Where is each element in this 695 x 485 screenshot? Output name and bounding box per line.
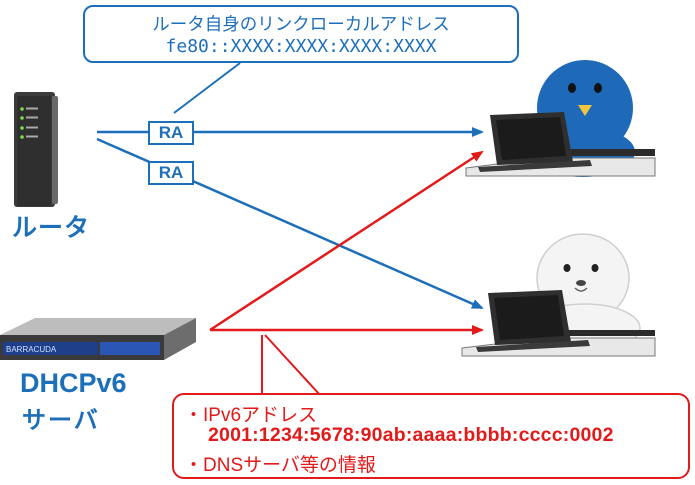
dhcp-server-label: DHCPv6 — [20, 368, 127, 398]
dhcp-ipv6-address: 2001:1234:5678:90ab:aaaa:bbbb:cccc:0002 — [208, 424, 614, 446]
router-label: ルータ — [12, 213, 91, 242]
ra-label-1: RA — [148, 121, 194, 145]
dhcp-ipv6-heading: ・IPv6アドレス — [184, 405, 318, 426]
seal-client-icon — [461, 233, 656, 357]
callout-pointer-dhcp-2 — [264, 334, 321, 396]
penguin-client-icon — [465, 60, 656, 177]
dhcp-info-callout: ・IPv6アドレス 2001:1234:5678:90ab:aaaa:bbbb:… — [172, 393, 690, 479]
router-link-local-address: fe80::XXXX:XXXX:XXXX:XXXX — [165, 36, 437, 57]
router-icon — [14, 92, 58, 207]
callout-pointer-router — [173, 62, 241, 114]
router-address-title: ルータ自身のリンクローカルアドレス — [152, 15, 450, 35]
server-brand-text: BARRACUDA — [6, 345, 57, 354]
dhcp-server-sublabel: サーバ — [22, 406, 100, 434]
dhcp-arrow-to-penguin — [209, 150, 484, 332]
ra-label-2: RA — [148, 161, 194, 185]
router-address-callout: ルータ自身のリンクローカルアドレス fe80::XXXX:XXXX:XXXX:X… — [83, 5, 519, 63]
server-icon: BARRACUDA — [0, 318, 196, 360]
dhcp-dns-info: ・DNSサーバ等の情報 — [184, 455, 376, 476]
